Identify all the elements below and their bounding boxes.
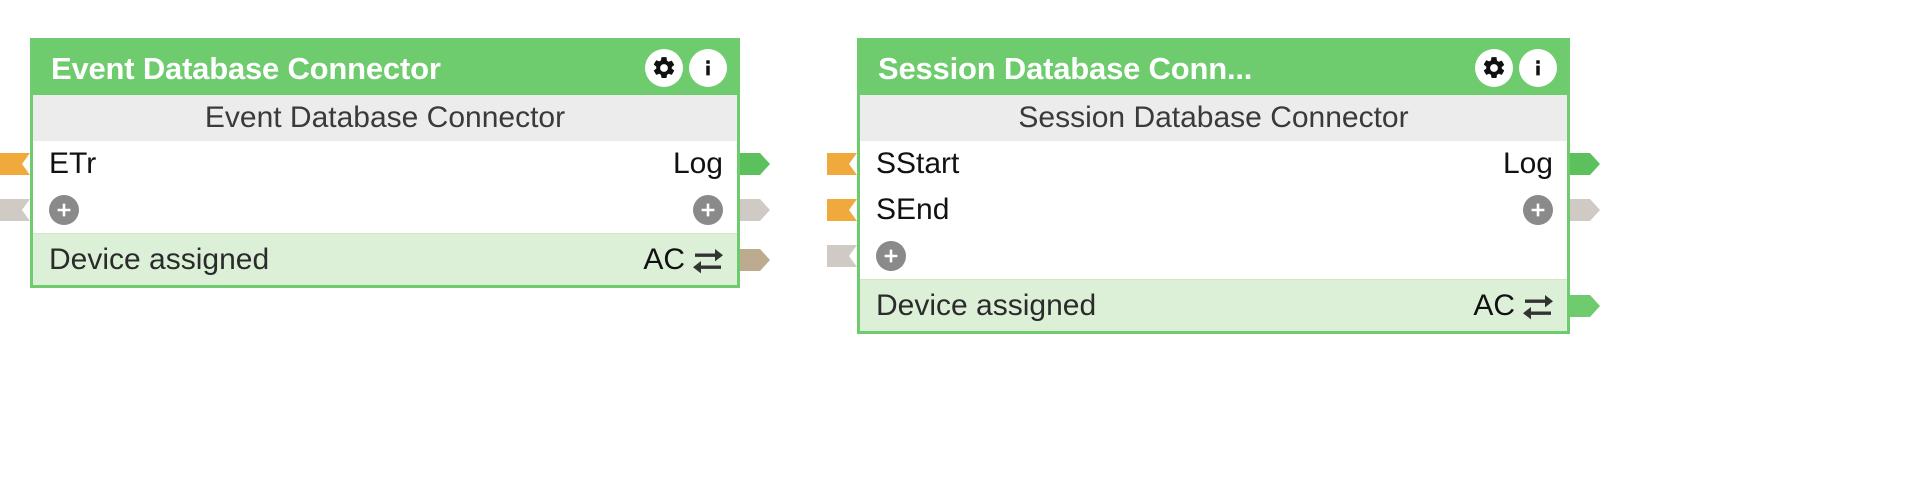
node-subtitle: Session Database Connector: [860, 95, 1567, 141]
device-assigned-value-group[interactable]: AC: [643, 242, 723, 276]
node-header[interactable]: Session Database Conn...: [860, 41, 1567, 95]
device-assigned-value: AC: [1473, 288, 1515, 322]
info-icon[interactable]: [689, 49, 727, 87]
add-output-button[interactable]: [1523, 195, 1553, 225]
row-label-left: ETr: [49, 147, 97, 180]
device-assigned-label: Device assigned: [49, 242, 270, 276]
node-row-add[interactable]: [0, 187, 770, 233]
device-assigned-value-group[interactable]: AC: [1473, 288, 1553, 322]
node-body: SStart Log SEnd: [827, 141, 1600, 331]
port-out-log[interactable]: [1570, 149, 1600, 179]
port-out-device[interactable]: [1570, 291, 1600, 321]
node-title: Event Database Connector: [51, 52, 441, 84]
row-label-right: Log: [1502, 147, 1553, 180]
device-assigned-value: AC: [643, 242, 685, 276]
info-icon[interactable]: [1519, 49, 1557, 87]
node-row-add[interactable]: [827, 233, 1567, 279]
row-label-right: Log: [672, 147, 723, 180]
node-event-database-connector[interactable]: Event Database Connector Event Database …: [0, 38, 770, 288]
row-label-left: SEnd: [876, 193, 950, 226]
node-title: Session Database Conn...: [878, 52, 1253, 84]
port-in-etr[interactable]: [0, 149, 30, 179]
port-out-add[interactable]: [740, 195, 770, 225]
swap-arrows-icon[interactable]: [1523, 292, 1553, 320]
add-input-button[interactable]: [49, 195, 79, 225]
header-icon-group: [1475, 49, 1557, 87]
node-row-device-assigned[interactable]: Device assigned AC: [33, 233, 770, 285]
add-input-button[interactable]: [876, 241, 906, 271]
port-in-add[interactable]: [827, 241, 857, 271]
device-assigned-label: Device assigned: [876, 288, 1097, 322]
port-in-send[interactable]: [827, 195, 857, 225]
node-session-database-connector[interactable]: Session Database Conn... Session Databas…: [827, 38, 1600, 334]
node-header[interactable]: Event Database Connector: [33, 41, 737, 95]
add-output-button[interactable]: [693, 195, 723, 225]
port-out-log[interactable]: [740, 149, 770, 179]
port-in-sstart[interactable]: [827, 149, 857, 179]
node-row-etr[interactable]: ETr Log: [0, 141, 770, 187]
swap-arrows-icon[interactable]: [693, 246, 723, 274]
node-body: ETr Log: [0, 141, 770, 285]
gear-icon[interactable]: [645, 49, 683, 87]
port-in-add[interactable]: [0, 195, 30, 225]
node-row-sstart[interactable]: SStart Log: [827, 141, 1600, 187]
node-row-device-assigned[interactable]: Device assigned AC: [860, 279, 1600, 331]
header-icon-group: [645, 49, 727, 87]
port-out-device[interactable]: [740, 245, 770, 275]
gear-icon[interactable]: [1475, 49, 1513, 87]
node-subtitle: Event Database Connector: [33, 95, 737, 141]
row-label-left: SStart: [876, 147, 960, 180]
port-out-add[interactable]: [1570, 195, 1600, 225]
node-row-send[interactable]: SEnd: [827, 187, 1600, 233]
